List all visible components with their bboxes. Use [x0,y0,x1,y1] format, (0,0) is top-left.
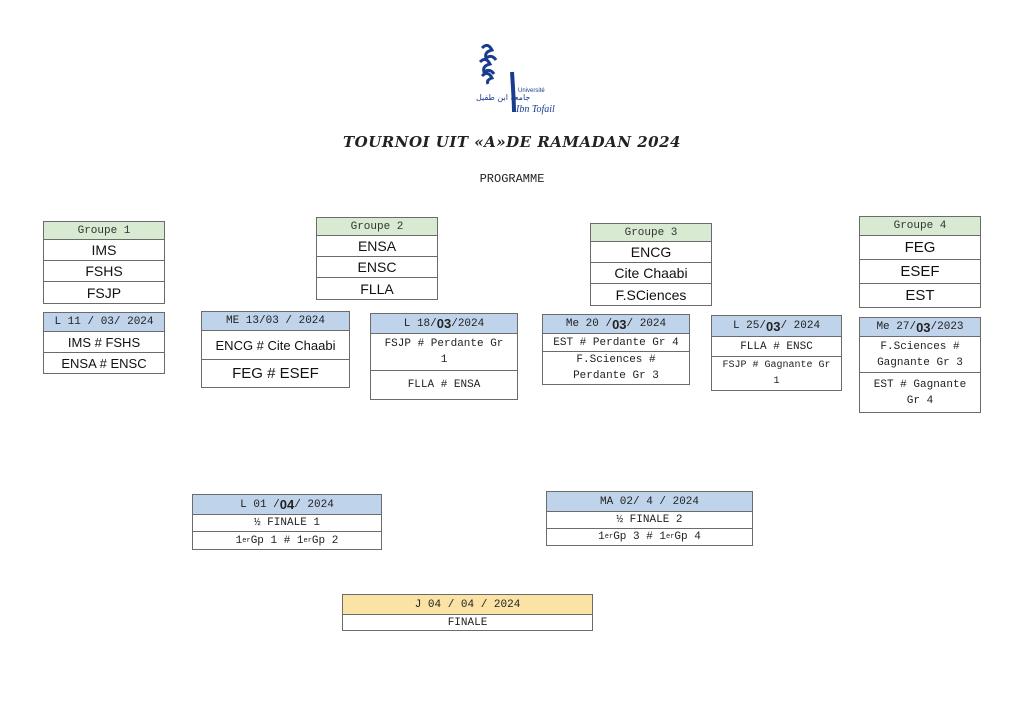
group-4-table: Groupe 4 FEG ESEF EST [859,216,981,308]
page-title: TOURNOI UIT «A»DE RAMADAN 2024 [343,133,681,151]
group-4-team: FEG [860,235,980,259]
page-subtitle: PROGRAMME [479,172,545,186]
group-2-table: Groupe 2 ENSA ENSC FLLA [316,217,438,300]
final-title: FINALE [343,614,592,630]
logo-text-2: Ibn Tofail [515,104,555,115]
matchday-1-date: L 11 / 03/ 2024 [44,313,164,331]
logo-text-ar: جامعة ابن طفيل [476,93,530,102]
group-1-header: Groupe 1 [44,222,164,239]
match-row: FSJP # Gagnante Gr 1 [712,356,841,390]
match-row: FEG # ESEF [202,359,349,387]
semifinal-2-date: MA 02/ 4 / 2024 [547,492,752,511]
group-1-team: FSHS [44,260,164,281]
logo-text-1: Université [518,88,545,94]
date-part: / 2024 [294,498,334,511]
date-month: 03 [916,319,931,335]
group-4-team: ESEF [860,259,980,283]
date-month: 04 [279,497,295,512]
date-month: 03 [612,316,627,332]
semifinal-2-title: ½ FINALE 2 [547,511,752,528]
match-row: EST # Perdante Gr 4 [543,333,689,351]
matchday-4-date: Me 20 /03 / 2024 [543,315,689,333]
matchday-5-date: L 25/ 03/ 2024 [712,316,841,336]
matchday-3-table: L 18/03 /2024 FSJP # Perdante Gr 1 FLLA … [370,313,518,400]
matchday-1-table: L 11 / 03/ 2024 IMS # FSHS ENSA # ENSC [43,312,165,374]
matchday-6-table: Me 27/ 03/2023 F.Sciences # Gagnante Gr … [859,317,981,413]
date-month: 03 [436,316,452,331]
date-part: L 25/ [732,320,766,332]
matchday-2-date: ME 13/03 / 2024 [202,312,349,330]
group-3-table: Groupe 3 ENCG Cite Chaabi F.SCiences [590,223,712,306]
date-part: L 18/ [403,317,437,330]
matchday-4-table: Me 20 /03 / 2024 EST # Perdante Gr 4 F.S… [542,314,690,385]
match-row: ENSA # ENSC [44,352,164,373]
semifinal-1-date: L 01 / 04 / 2024 [193,495,381,514]
date-part: L 01 / [240,498,280,511]
group-2-team: ENSA [317,235,437,256]
date-part: Me 27/ [876,321,917,333]
date-part: Me 20 / [565,318,613,330]
match-row: FLLA # ENSA [371,370,517,399]
group-1-team: FSJP [44,281,164,303]
date-part: / 2024 [780,320,821,332]
date-month: 03 [765,318,781,334]
group-3-team: F.SCiences [591,283,711,305]
group-1-team: IMS [44,239,164,260]
group-3-team: Cite Chaabi [591,262,711,283]
matchday-2-table: ME 13/03 / 2024 ENCG # Cite Chaabi FEG #… [201,311,350,388]
final-date: J 04 / 04 / 2024 [343,595,592,614]
final-table: J 04 / 04 / 2024 FINALE [342,594,593,631]
group-4-header: Groupe 4 [860,217,980,235]
match-row: F.Sciences # Perdante Gr 3 [543,351,689,384]
match-row: FLLA # ENSC [712,336,841,356]
match-row: IMS # FSHS [44,331,164,352]
match-row: F.Sciences # Gagnante Gr 3 [860,336,980,372]
group-1-table: Groupe 1 IMS FSHS FSJP [43,221,165,304]
group-3-team: ENCG [591,241,711,262]
group-3-header: Groupe 3 [591,224,711,241]
university-logo: Université Ibn Tofail جامعة ابن طفيل [472,42,556,118]
date-part: /2024 [451,317,485,330]
matchday-5-table: L 25/ 03/ 2024 FLLA # ENSC FSJP # Gagnan… [711,315,842,391]
group-2-team: FLLA [317,277,437,299]
date-part: / 2024 [626,318,667,330]
group-2-team: ENSC [317,256,437,277]
group-4-team: EST [860,283,980,307]
semifinal-1-title: ½ FINALE 1 [193,514,381,531]
matchday-6-date: Me 27/ 03/2023 [860,318,980,336]
matchday-3-date: L 18/03 /2024 [371,314,517,333]
group-2-header: Groupe 2 [317,218,437,235]
match-row: EST # Gagnante Gr 4 [860,372,980,412]
match-row: FSJP # Perdante Gr 1 [371,333,517,370]
match-row: ENCG # Cite Chaabi [202,330,349,359]
date-part: /2023 [930,321,964,333]
